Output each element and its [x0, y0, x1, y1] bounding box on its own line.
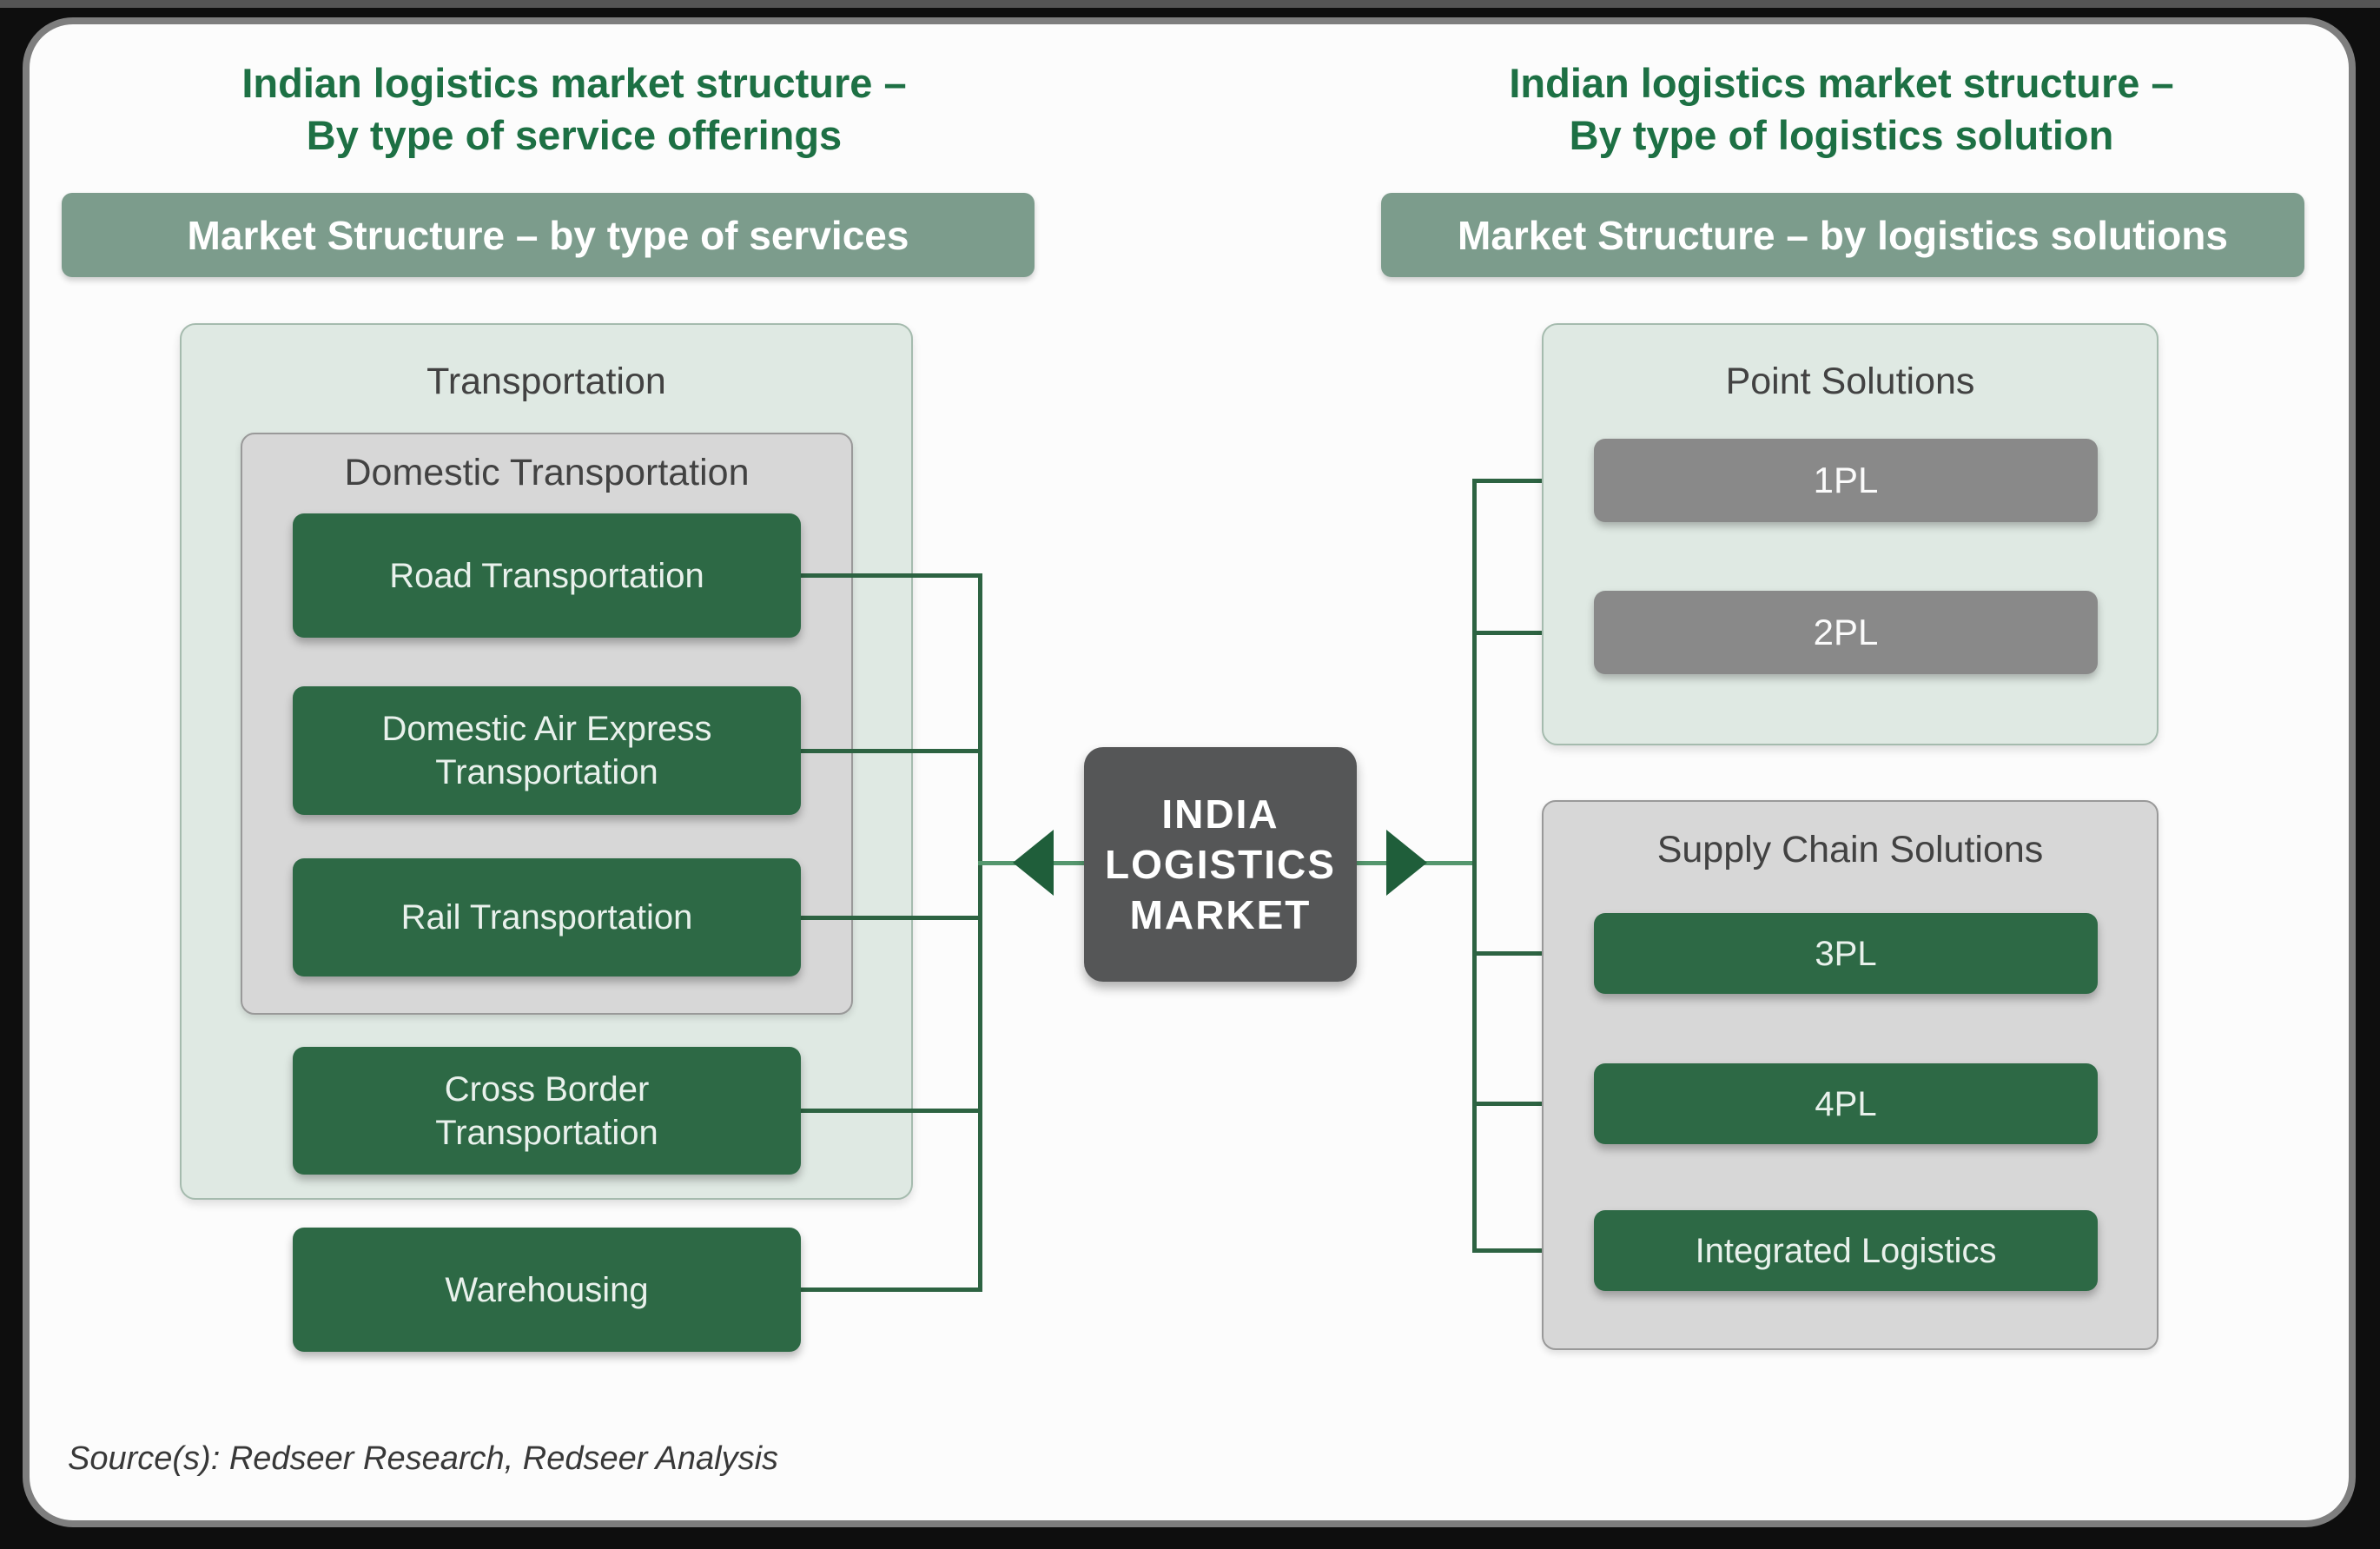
- domestic-air-express-label-line2: Transportation: [435, 753, 658, 791]
- left-title-line2: By type of service offerings: [306, 112, 843, 158]
- left-banner: Market Structure – by type of services: [62, 193, 1035, 277]
- connector-4pl-line: [1472, 1102, 1597, 1106]
- center-box-line1: INDIA: [1161, 791, 1279, 837]
- left-title-line1: Indian logistics market structure –: [241, 60, 907, 106]
- center-box-line3: MARKET: [1129, 892, 1312, 937]
- point-solutions-panel-label: Point Solutions: [1725, 361, 1975, 402]
- cross-border-label-line1: Cross Border: [444, 1069, 650, 1109]
- left-arrowhead-icon: [1013, 830, 1054, 896]
- integrated-logistics-box: Integrated Logistics: [1594, 1210, 2098, 1291]
- 1pl-box: 1PL: [1594, 439, 2098, 522]
- left-banner-label: Market Structure – by type of services: [187, 212, 909, 258]
- warehousing-label: Warehousing: [445, 1270, 649, 1309]
- right-title-line1: Indian logistics market structure –: [1509, 60, 2174, 106]
- rail-transportation-label: Rail Transportation: [400, 898, 693, 937]
- right-title: Indian logistics market structure – By t…: [1364, 57, 2319, 162]
- left-title: Indian logistics market structure – By t…: [96, 57, 1052, 162]
- domestic-transportation-panel-label: Domestic Transportation: [344, 452, 750, 493]
- source-note: Source(s): Redseer Research, Redseer Ana…: [68, 1440, 779, 1477]
- integrated-logistics-label: Integrated Logistics: [1695, 1231, 1997, 1270]
- center-box-line2: LOGISTICS: [1105, 842, 1336, 887]
- rail-transportation-box: Rail Transportation: [293, 858, 801, 976]
- left-bus-line: [978, 573, 982, 1292]
- connector-air-express-line: [797, 749, 982, 753]
- cross-border-label-line2: Transportation: [435, 1113, 658, 1152]
- connector-1pl-line: [1472, 479, 1597, 483]
- 4pl-label: 4PL: [1815, 1084, 1877, 1123]
- right-title-line2: By type of logistics solution: [1569, 112, 2114, 158]
- right-bus-line: [1472, 479, 1477, 1253]
- connector-integrated-logistics-line: [1472, 1248, 1597, 1253]
- 1pl-label: 1PL: [1813, 460, 1879, 500]
- warehousing-box: Warehousing: [293, 1228, 801, 1352]
- cross-border-transportation-box: Cross Border Transportation: [293, 1047, 801, 1175]
- 2pl-label: 2PL: [1813, 612, 1879, 652]
- india-logistics-market-box: INDIA LOGISTICS MARKET: [1084, 747, 1357, 982]
- 3pl-box: 3PL: [1594, 913, 2098, 994]
- point-solutions-panel: [1542, 323, 2159, 745]
- window-top-edge: [0, 0, 2380, 8]
- connector-3pl-line: [1472, 951, 1597, 956]
- 3pl-label: 3PL: [1815, 934, 1877, 973]
- 2pl-box: 2PL: [1594, 591, 2098, 674]
- connector-rail-line: [797, 916, 982, 920]
- connector-warehousing-line: [797, 1288, 982, 1292]
- supply-chain-solutions-panel-label: Supply Chain Solutions: [1656, 829, 2044, 870]
- 4pl-box: 4PL: [1594, 1063, 2098, 1144]
- right-arrowhead-icon: [1386, 830, 1427, 896]
- connector-road-line: [797, 573, 982, 578]
- connector-cross-border-line: [797, 1109, 982, 1113]
- right-banner-label: Market Structure – by logistics solution…: [1458, 212, 2228, 258]
- right-banner: Market Structure – by logistics solution…: [1381, 193, 2304, 277]
- domestic-air-express-label-line1: Domestic Air Express: [381, 710, 712, 748]
- domestic-air-express-box: Domestic Air Express Transportation: [293, 686, 801, 815]
- connector-2pl-line: [1472, 631, 1597, 635]
- road-transportation-box: Road Transportation: [293, 513, 801, 638]
- road-transportation-label: Road Transportation: [389, 556, 704, 595]
- transportation-panel-label: Transportation: [426, 361, 666, 402]
